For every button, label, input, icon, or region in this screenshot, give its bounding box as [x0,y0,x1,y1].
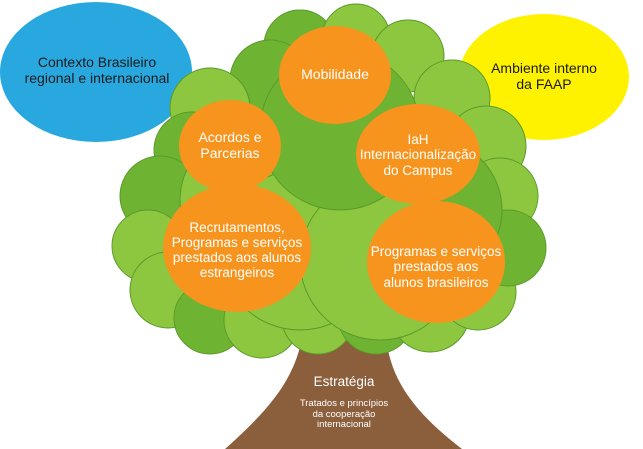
tree-trunk [225,318,462,449]
leaf-nodes [163,26,505,323]
mobilidade-node [279,26,391,124]
recrutamentos-node [163,184,311,312]
leaf-label-iah: IaH Internacionalização do Campus [359,132,477,178]
programas-node [367,201,505,323]
leaf-label-recrutamentos: Recrutamentos, Programas e serviços pres… [171,219,303,281]
context-label: Contexto Brasileiro regional e internaci… [24,54,170,86]
iah-node [356,104,480,204]
leaf-label-mobilidade: Mobilidade [301,66,369,83]
context-ellipse [0,2,192,142]
trunk-title: Estratégia [313,374,375,390]
trunk-subtitle: Tratados e princípios da cooperação inte… [299,398,389,431]
acordos-node [179,100,281,192]
leaf-label-acordos: Acordos e Parcerias [198,129,262,161]
internal-environment-ellipse [459,14,629,140]
internal-environment-label: Ambiente interno da FAAP [491,60,597,92]
leaf-label-programas: Programas e serviços prestados aos aluno… [370,244,502,290]
